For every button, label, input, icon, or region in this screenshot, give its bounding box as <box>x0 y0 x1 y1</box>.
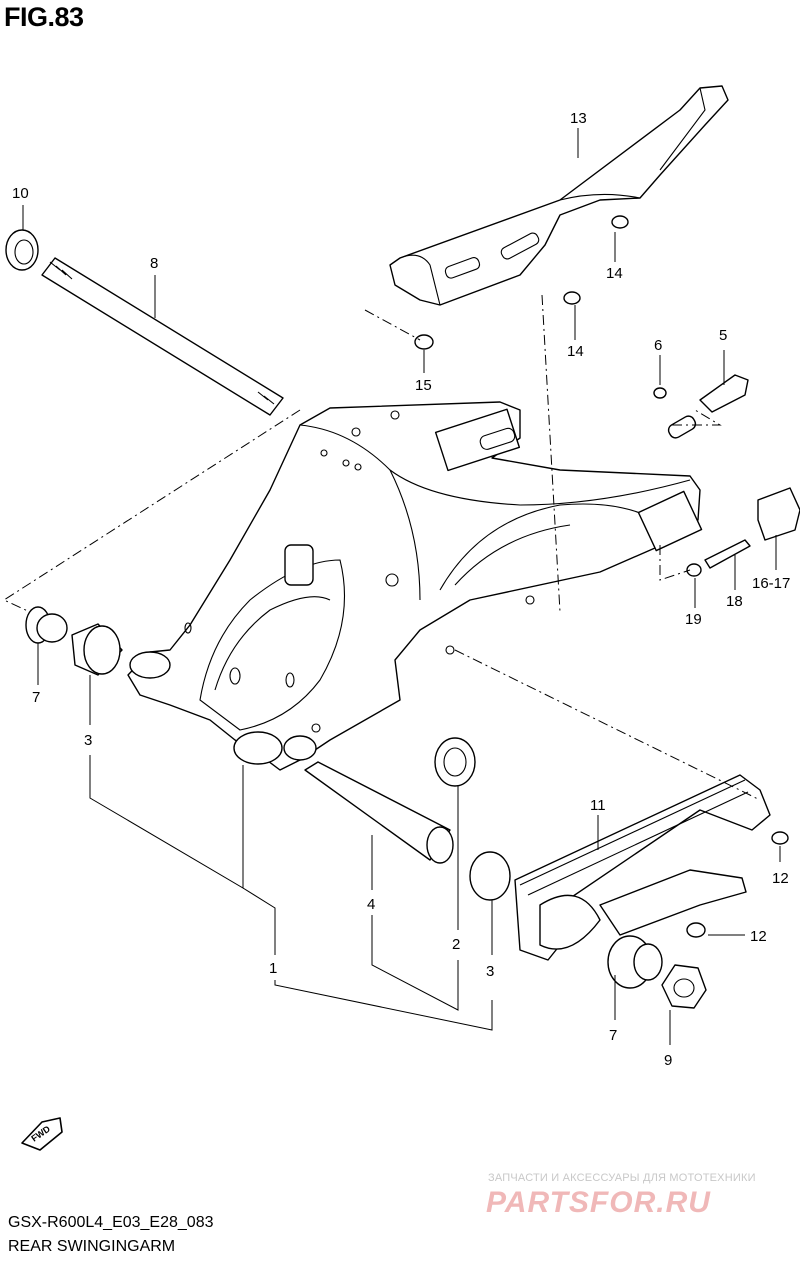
callouts: 10 8 13 14 14 15 6 5 16-17 18 19 7 3 4 1… <box>12 110 790 1069</box>
pivot-shaft <box>41 257 284 416</box>
collar-right <box>607 935 663 989</box>
fwd-arrow-icon: FWD <box>21 1117 63 1151</box>
watermark-caption: ЗАПЧАСТИ И АКСЕССУАРЫ ДЛЯ МОТОТЕХНИКИ <box>488 1172 756 1184</box>
callout-14-lower: 14 <box>567 343 584 360</box>
callout-14-upper: 14 <box>606 265 623 282</box>
chain-guard-bolt-a <box>611 215 629 229</box>
spacer-tube <box>304 761 454 864</box>
pivot-shaft-nut <box>661 964 707 1009</box>
callout-13: 13 <box>570 110 587 127</box>
lower-chain-guide <box>599 869 747 936</box>
callout-15: 15 <box>415 377 432 394</box>
callout-4: 4 <box>367 896 375 913</box>
callout-1: 1 <box>269 960 277 977</box>
callout-7-left: 7 <box>32 689 40 706</box>
clip <box>653 387 667 399</box>
callout-12-lower: 12 <box>750 928 767 945</box>
callout-11: 11 <box>590 797 606 814</box>
bushing-right <box>469 851 511 901</box>
callout-18: 18 <box>726 593 743 610</box>
callout-16-17: 16-17 <box>752 575 790 592</box>
watermark-logo: PARTSFOR.RU <box>486 1186 711 1219</box>
chain-buffer <box>514 774 771 961</box>
chain-guard <box>389 85 729 306</box>
buffer-bolt-b <box>686 922 706 938</box>
callout-5: 5 <box>719 327 727 344</box>
grommet <box>414 334 434 350</box>
chain-guard-bolt-b <box>563 291 581 305</box>
collar-left <box>25 606 68 644</box>
callout-19: 19 <box>685 611 702 628</box>
adjuster-block <box>757 487 800 541</box>
pivot-nut <box>5 229 39 271</box>
figure-name: REAR SWINGINGARM <box>8 1238 176 1255</box>
adjuster-nut <box>686 563 702 577</box>
callout-2: 2 <box>452 936 460 953</box>
adjuster-bolt <box>704 539 751 569</box>
buffer-bolt-a <box>771 831 789 845</box>
model-code: GSX-R600L4_E03_E28_083 <box>8 1214 214 1231</box>
callout-10: 10 <box>12 185 29 202</box>
callout-6: 6 <box>654 337 662 354</box>
callout-7-right: 7 <box>609 1027 617 1044</box>
callout-9: 9 <box>664 1052 672 1069</box>
callout-3-right: 3 <box>486 963 494 980</box>
swingarm-body <box>127 401 703 771</box>
bushing-left <box>71 623 123 676</box>
assembly-lines <box>2 294 761 801</box>
callout-3-left: 3 <box>84 732 92 749</box>
callout-12-right: 12 <box>772 870 789 887</box>
figure-title: FIG.83 <box>4 2 84 32</box>
chain-adjuster-plate <box>667 374 749 439</box>
bearing <box>434 737 476 787</box>
leader-lines <box>22 128 781 1045</box>
callout-8: 8 <box>150 255 158 272</box>
